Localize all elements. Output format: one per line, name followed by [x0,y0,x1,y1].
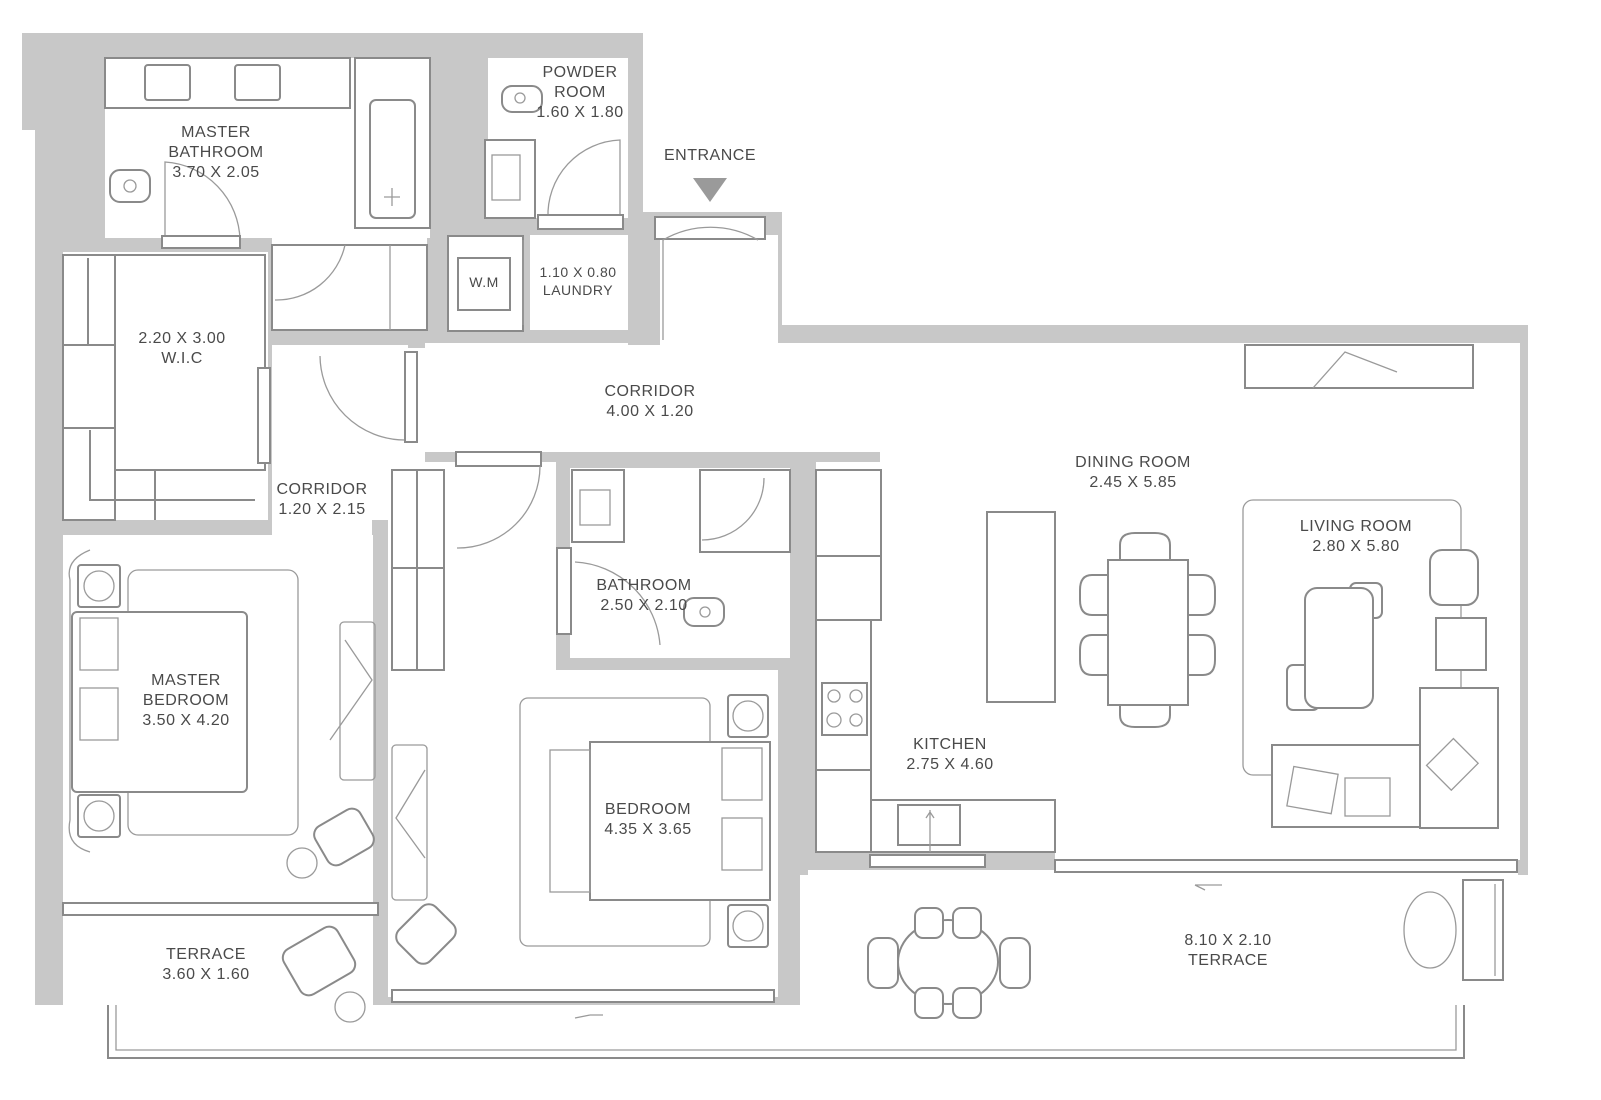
bedroom-furniture [391,451,775,1003]
room-size: 2.75 X 4.60 [906,756,994,773]
powder-room-fixtures [447,85,624,332]
room-name: CORRIDOR [604,383,696,400]
room-name: BATHROOM [168,144,264,161]
room-label-terrace-large: 8.10 X 2.10 TERRACE [1184,931,1271,971]
room-name: W.I.C [161,350,203,367]
room-name: BEDROOM [142,692,230,709]
room-name: LAUNDRY [542,282,614,298]
room-size: 2.20 X 3.00 [138,330,226,347]
room-size: 1.60 X 1.80 [536,104,624,121]
room-label-powder-room: POWDER ROOM 1.60 X 1.80 [536,63,623,123]
room-size: 8.10 X 2.10 [1184,932,1272,949]
room-name: LIVING ROOM [1299,518,1413,535]
kitchen-fixtures [815,469,1056,868]
terrace-railing [107,1005,1465,1059]
room-label-bathroom: BATHROOM 2.50 X 2.10 [596,576,691,616]
room-label-laundry: 1.10 X 0.80 LAUNDRY [539,263,616,299]
room-name: POWDER [542,64,618,81]
room-size: 4.35 X 3.65 [604,821,692,838]
room-name: TERRACE [166,946,246,963]
room-label-terrace-small: TERRACE 3.60 X 1.60 [162,945,249,985]
master-bathroom-fixtures [104,57,431,331]
room-size: 3.70 X 2.05 [172,164,260,181]
entrance-label: ENTRANCE [663,147,757,164]
room-name: MASTER [151,672,221,689]
appliance-label-washing-machine: W.M [469,274,499,290]
wic-shelving [62,254,418,521]
room-size: 4.00 X 1.20 [606,403,694,420]
living-room-furniture [1242,344,1499,829]
room-label-living-room: LIVING ROOM 2.80 X 5.80 [1300,517,1412,557]
large-terrace [867,859,1518,1019]
room-size: 3.50 X 4.20 [142,712,230,729]
room-name: DINING ROOM [1075,454,1191,471]
room-label-master-bedroom: MASTER BEDROOM 3.50 X 4.20 [142,671,229,731]
room-name: MASTER [181,124,251,141]
room-size: 2.50 X 2.10 [600,597,688,614]
master-bedroom-furniture [62,549,379,916]
room-name: CORRIDOR [276,481,368,498]
room-label-corridor-side: CORRIDOR 1.20 X 2.15 [276,480,367,520]
room-label-dining-room: DINING ROOM 2.45 X 5.85 [1075,453,1191,493]
room-size: 3.60 X 1.60 [162,966,250,983]
room-label-bedroom: BEDROOM 4.35 X 3.65 [604,800,691,840]
room-size: 1.10 X 0.80 [539,264,617,280]
room-label-master-bathroom: MASTER BATHROOM 3.70 X 2.05 [168,123,263,183]
room-size: 2.45 X 5.85 [1089,474,1177,491]
room-name: TERRACE [1188,952,1268,969]
room-label-kitchen: KITCHEN 2.75 X 4.60 [906,735,993,775]
room-size: 2.80 X 5.80 [1312,538,1400,555]
small-terrace-furniture [281,925,603,1023]
room-name: ROOM [554,84,606,101]
room-size: 1.20 X 2.15 [278,501,366,518]
room-label-corridor-main: CORRIDOR 4.00 X 1.20 [604,382,695,422]
room-name: BEDROOM [604,801,692,818]
entrance-arrow-icon [693,178,727,202]
room-label-wic: 2.20 X 3.00 W.I.C [138,329,225,369]
bathroom-fixtures [556,469,791,646]
room-name: BATHROOM [596,577,692,594]
room-name: KITCHEN [913,736,987,753]
dining-table [1079,532,1216,728]
entrance-door [654,216,766,340]
